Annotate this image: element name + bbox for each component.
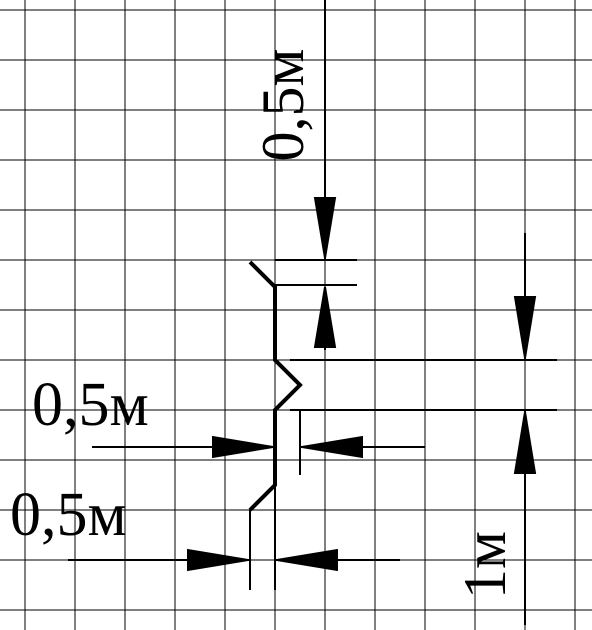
label-right-vertical: 1м (452, 531, 518, 599)
dimension-middle-half-meter (92, 410, 425, 475)
dimension-top-half-meter (275, 0, 357, 350)
dimension-right-one-meter (290, 233, 557, 625)
dimension-bottom-half-meter (68, 485, 400, 590)
label-middle-left: 0,5м (32, 371, 149, 439)
label-top-vertical: 0,5м (250, 49, 316, 162)
label-bottom-left: 0,5м (10, 481, 127, 549)
